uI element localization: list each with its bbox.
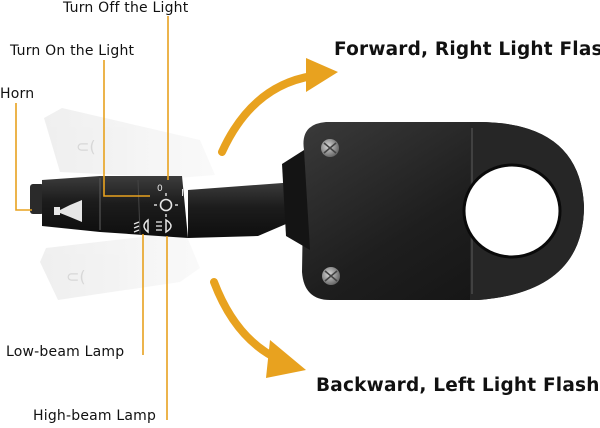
label-high-beam: High-beam Lamp: [33, 408, 157, 424]
headlight-symbol-icon: [154, 193, 178, 217]
low-beam-symbol-icon: [133, 218, 149, 234]
label-backward: Backward, Left Light Flash: [316, 375, 600, 396]
svg-text:⊂(: ⊂(: [66, 267, 86, 286]
bracket-hole: [464, 165, 560, 257]
leader-turn-on: [103, 60, 150, 197]
ghost-lever-down: ⊂(: [40, 232, 200, 300]
backward-arrow: [210, 278, 306, 378]
stem-mark: I: [181, 188, 184, 199]
label-forward: Forward, Right Light Flash: [334, 39, 600, 60]
off-mark: 0: [157, 184, 163, 194]
label-horn: Horn: [0, 86, 35, 102]
leader-horn: [15, 103, 32, 211]
label-turn-off: Turn Off the Light: [63, 0, 189, 16]
lever-stem: [188, 150, 310, 250]
label-turn-on: Turn On the Light: [10, 43, 135, 59]
high-beam-symbol-icon: [156, 218, 172, 234]
svg-text:⊂(: ⊂(: [76, 137, 96, 156]
lever-handle: [30, 176, 188, 238]
label-low-beam: Low-beam Lamp: [6, 344, 125, 360]
mounting-bracket: [302, 122, 584, 300]
ghost-lever-up: ⊂(: [44, 108, 215, 178]
forward-arrow: [218, 58, 338, 156]
leader-lines: [15, 16, 169, 420]
horn-symbol-icon: [54, 200, 82, 222]
